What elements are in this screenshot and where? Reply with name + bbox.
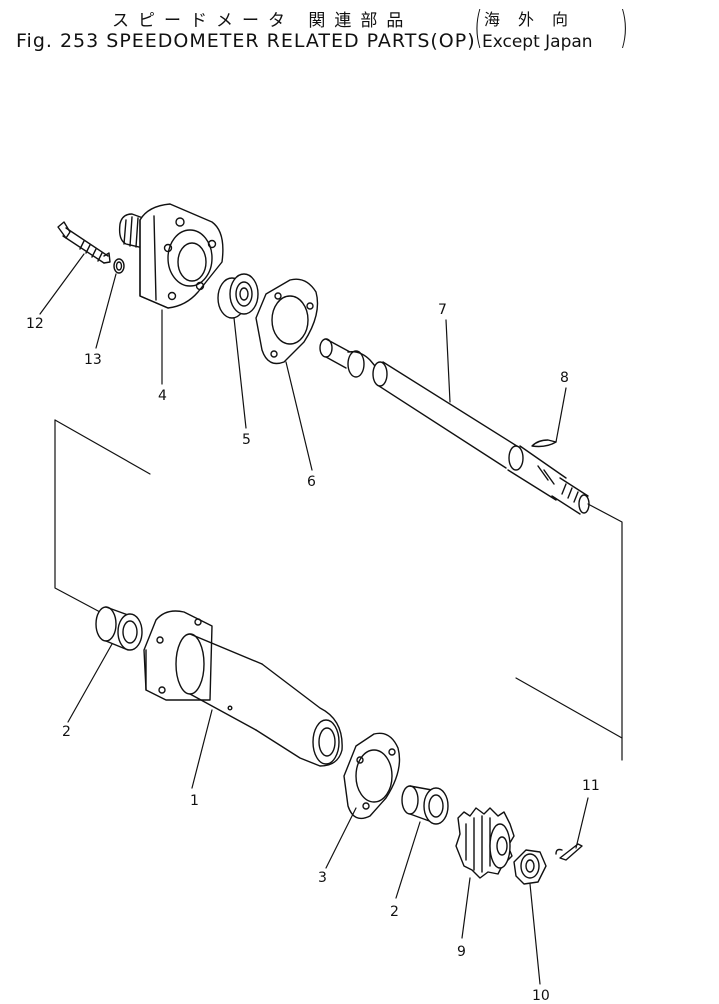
figure-header: スピードメータ 関連部品 Fig. 253 SPEEDOMETER RELATE… (0, 0, 719, 60)
part-shaft (319, 338, 590, 515)
part-key (531, 439, 557, 448)
part-gasket-lower (343, 732, 401, 820)
callout-4: 4 (158, 388, 167, 404)
callout-11: 11 (582, 778, 600, 794)
leader-lines (39, 253, 589, 985)
part-tube (143, 610, 343, 767)
callout-10: 10 (532, 988, 550, 1004)
part-bushing-left (95, 606, 143, 651)
left-paren: ( (474, 2, 483, 53)
part-cotter-pin (555, 843, 583, 861)
part-washer (113, 258, 125, 274)
right-paren: ) (619, 2, 628, 53)
part-housing (118, 203, 224, 309)
callout-9: 9 (457, 944, 466, 960)
part-gasket-upper (255, 278, 319, 365)
callout-3: 3 (318, 870, 327, 886)
assembly-frame-lines (54, 419, 623, 761)
part-bearing (217, 273, 259, 319)
callout-5: 5 (242, 432, 251, 448)
figure-title: Fig. 253 SPEEDOMETER RELATED PARTS(OP) (16, 30, 476, 52)
part-bushing-right (401, 785, 449, 825)
callout-2-left: 2 (62, 724, 71, 740)
region-english: Except Japan (482, 32, 593, 52)
region-note: ( 海外向 Except Japan ) (474, 2, 634, 56)
callout-labels: 1 2 3 2 4 5 6 7 8 9 10 11 12 13 (26, 302, 600, 1004)
region-japanese: 海外向 (484, 10, 587, 29)
callout-8: 8 (560, 370, 569, 386)
callout-12: 12 (26, 316, 44, 332)
callout-6: 6 (307, 474, 316, 490)
callout-1: 1 (190, 793, 199, 809)
callout-7: 7 (438, 302, 447, 318)
part-gear (455, 807, 515, 879)
part-bolt (57, 221, 111, 264)
callout-2-right: 2 (390, 904, 399, 920)
part-nut (513, 849, 547, 885)
callout-13: 13 (84, 352, 102, 368)
japanese-title: スピードメータ 関連部品 (112, 11, 413, 31)
